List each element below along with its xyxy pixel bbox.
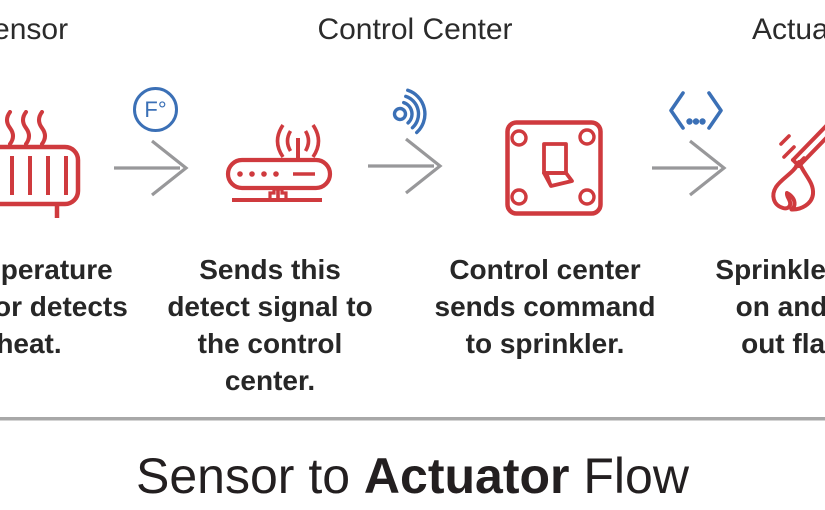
caption-sensor: Temperature sensor detects heat. [0, 254, 128, 359]
horizontal-divider [0, 417, 825, 421]
wifi-router-icon [225, 120, 337, 206]
switch-panel-icon [503, 118, 605, 218]
arrow-right-icon [652, 138, 730, 198]
radiator-heat-icon [0, 110, 84, 224]
temperature-degree-badge: F° [133, 87, 178, 132]
title-prefix: Sensor to [136, 448, 364, 504]
header-control-center: Control Center [317, 13, 513, 46]
arrow-right-icon [368, 136, 446, 196]
header-sensor: Sensor [0, 13, 69, 46]
title-bold: Actuator [363, 448, 570, 504]
title-suffix: Flow [569, 448, 689, 504]
caption-sprinkler: Sprinkler turns on and puts out flames. [715, 254, 825, 359]
code-dots-icon [666, 90, 726, 134]
header-actuator: Actuator [752, 13, 825, 46]
arrow-right-icon [114, 138, 192, 198]
sprinkler-flame-icon [753, 118, 825, 218]
temperature-badge-label: F° [144, 96, 167, 122]
caption-router: Sends this detect signal to the control … [167, 254, 373, 396]
diagram-title: Sensor to Actuator Flow [0, 448, 825, 504]
caption-switch: Control center sends command to sprinkle… [434, 254, 656, 359]
wireless-signal-icon [390, 86, 438, 140]
